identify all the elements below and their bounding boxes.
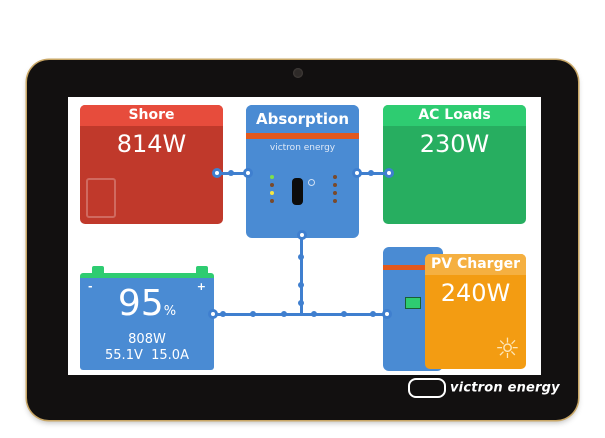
battery-voltage-current: 55.1V 15.0A xyxy=(80,348,214,364)
battery-terminal-neg xyxy=(92,266,104,273)
shore-power-value: 814W xyxy=(116,130,187,158)
status-leds-left xyxy=(270,175,274,207)
flow-dot xyxy=(298,282,304,288)
connector-node xyxy=(352,168,362,178)
status-leds-right xyxy=(333,175,337,207)
flow-dot xyxy=(341,311,347,317)
battery-current: 15.0A xyxy=(151,348,189,363)
shore-power-plug-icon xyxy=(86,178,116,218)
battery-minus-label: - xyxy=(88,280,93,293)
shore-title: Shore xyxy=(80,105,223,126)
brand-stripe xyxy=(246,133,359,139)
camera-icon xyxy=(293,68,303,78)
control-dial-icon xyxy=(308,179,315,186)
connector-node xyxy=(384,168,394,178)
battery-soc-unit: % xyxy=(163,304,177,319)
ac-loads-title: AC Loads xyxy=(383,105,526,126)
battery-terminal-pos xyxy=(196,266,208,273)
pv-charger-title: PV Charger xyxy=(425,254,526,275)
overview-screen: Shore 814W Absorption victron energy AC … xyxy=(68,97,541,375)
flow-dot xyxy=(311,311,317,317)
battery-soc-value: 95 xyxy=(117,283,164,324)
flow-dot xyxy=(370,311,376,317)
connector-node xyxy=(297,230,307,240)
battery-tile[interactable]: - + 95% 808W 55.1V 15.0A xyxy=(80,273,214,370)
connector-node xyxy=(382,309,392,319)
battery-power: 808W xyxy=(128,332,166,347)
ac-loads-value: 230W xyxy=(419,130,490,158)
battery-voltage: 55.1V xyxy=(105,348,143,363)
connector-node xyxy=(243,168,253,178)
ac-loads-tile[interactable]: AC Loads 230W xyxy=(383,105,526,224)
flow-dot xyxy=(281,311,287,317)
victron-brand-label: victron energy xyxy=(269,143,336,153)
flow-dot xyxy=(368,170,374,176)
flow-dot xyxy=(220,311,226,317)
flow-dot xyxy=(298,300,304,306)
shore-tile[interactable]: Shore 814W xyxy=(80,105,223,224)
charger-state-title: Absorption xyxy=(246,105,359,133)
victron-logo: victron energy xyxy=(408,378,560,398)
flow-dot xyxy=(228,170,234,176)
victron-logo-text: victron energy xyxy=(450,380,560,396)
mode-switch-icon xyxy=(292,178,303,205)
connector-node xyxy=(212,168,222,178)
flow-dot xyxy=(298,254,304,260)
pv-charger-tile[interactable]: PV Charger 240W ☼ xyxy=(425,254,526,369)
battery-plus-label: + xyxy=(196,280,206,293)
battery-soc: 95% xyxy=(80,284,214,332)
wire-dc-bus xyxy=(213,313,388,316)
victron-logo-icon xyxy=(408,378,446,398)
mppt-display-icon xyxy=(405,297,421,309)
flow-dot xyxy=(250,311,256,317)
connector-node xyxy=(208,309,218,319)
mppt-stripe xyxy=(383,265,443,270)
inverter-charger-tile[interactable]: Absorption victron energy xyxy=(246,105,359,238)
pv-charger-value: 240W xyxy=(440,279,511,307)
wire-inverter-bus xyxy=(300,235,303,315)
sun-icon: ☼ xyxy=(494,332,520,365)
